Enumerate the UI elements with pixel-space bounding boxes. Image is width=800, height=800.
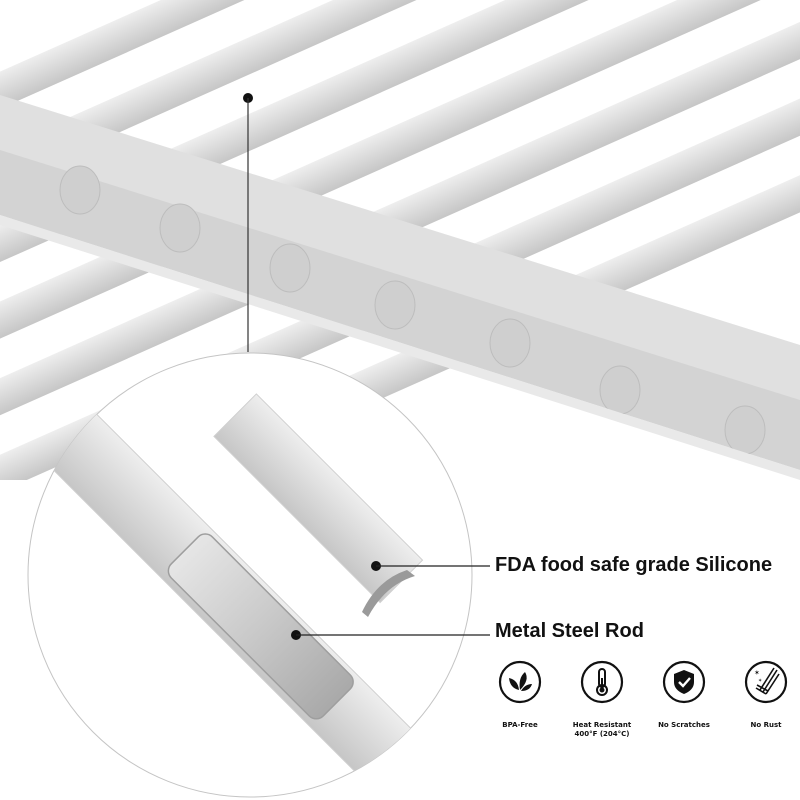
- callout-silicone: FDA food safe grade Silicone: [495, 554, 773, 576]
- feature-label: BPA-Free: [502, 721, 538, 729]
- svg-text:✶: ✶: [754, 669, 760, 677]
- svg-text:✶: ✶: [758, 678, 762, 684]
- feature-label: No Scratches: [658, 721, 710, 729]
- thermometer-icon: [580, 660, 624, 704]
- feature-heat-resistant: Heat Resistant 400°F (204°C): [562, 660, 642, 739]
- feature-no-rust: ✶ ✶ No Rust: [726, 660, 800, 730]
- leaf-icon: [498, 660, 542, 704]
- feature-label: Heat Resistant 400°F (204°C): [572, 721, 632, 738]
- feature-label: No Rust: [750, 721, 782, 729]
- feature-no-scratches: No Scratches: [644, 660, 724, 730]
- feature-bpa-free: BPA-Free: [480, 660, 560, 730]
- cross-section-detail: [28, 377, 457, 797]
- shield-check-icon: [662, 660, 706, 704]
- no-rust-icon: ✶ ✶: [744, 660, 788, 704]
- callout-metal-rod: Metal Steel Rod: [495, 620, 644, 642]
